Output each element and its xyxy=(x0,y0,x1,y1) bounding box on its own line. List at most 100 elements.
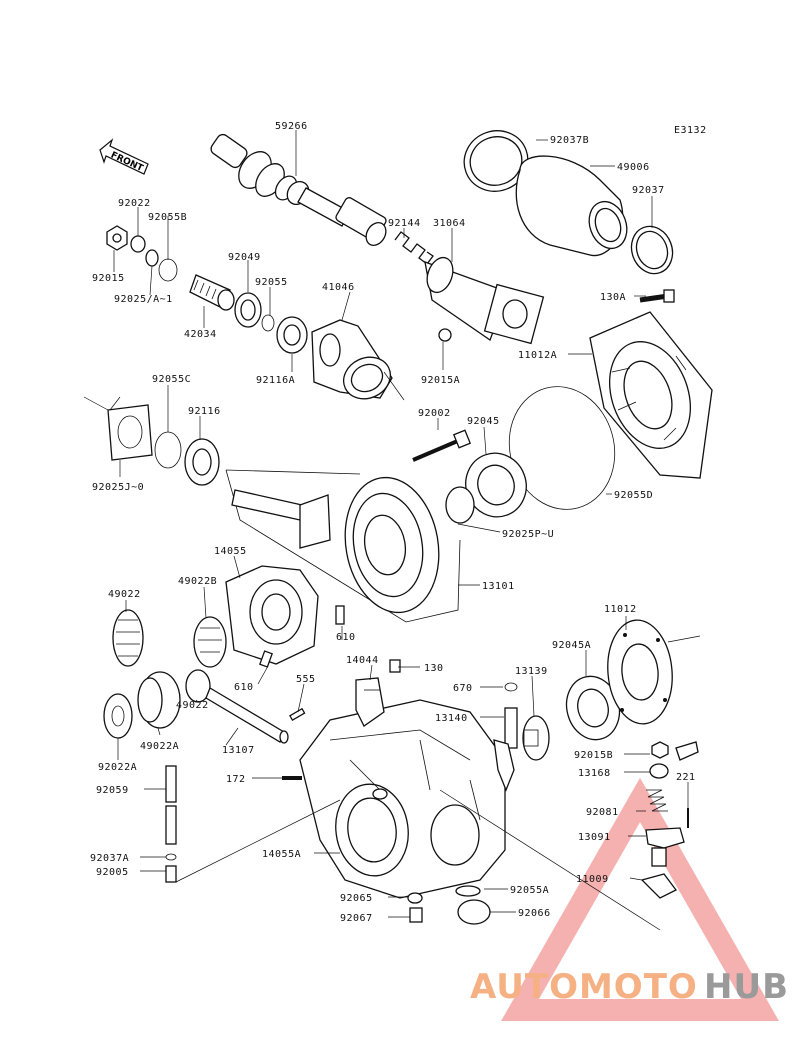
label-172: 172 xyxy=(226,774,246,785)
label-31064: 31064 xyxy=(433,218,466,229)
label-14055: 14055 xyxy=(214,546,247,557)
automotohub-watermark xyxy=(501,777,779,1021)
label-49022-top: 49022 xyxy=(108,589,141,600)
label-670: 670 xyxy=(453,683,473,694)
label-13091: 13091 xyxy=(578,832,611,843)
diagram-code: E3132 xyxy=(674,125,707,136)
label-92055C: 92055C xyxy=(152,374,191,385)
bolt-130A xyxy=(639,289,675,303)
label-92045A: 92045A xyxy=(552,640,591,651)
label-92144: 92144 xyxy=(388,218,421,229)
label-11012A: 11012A xyxy=(518,350,557,361)
label-49022-mid: 49022 xyxy=(176,700,209,711)
side-gear-49022B xyxy=(193,616,227,668)
label-49022B: 49022B xyxy=(178,576,217,587)
plate-11009 xyxy=(640,873,677,899)
pinion-gear-42034 xyxy=(189,274,235,311)
label-92055B: 92055B xyxy=(148,212,187,223)
label-92025A: 92025/A~1 xyxy=(114,294,173,305)
pin-610 xyxy=(259,605,345,668)
label-92015B: 92015B xyxy=(574,750,613,761)
label-92116: 92116 xyxy=(188,406,221,417)
label-42034: 42034 xyxy=(184,329,217,340)
ring-pinion-set-13101 xyxy=(225,469,461,623)
housing-41046 xyxy=(311,319,393,400)
label-59266: 59266 xyxy=(275,121,308,132)
shim-92025J xyxy=(107,404,153,461)
label-11012: 11012 xyxy=(604,604,637,615)
small-right-parts xyxy=(649,741,699,828)
washer-92022A xyxy=(103,693,133,739)
leader-lines xyxy=(83,130,701,931)
side-gear-49022 xyxy=(112,609,144,667)
bolt-130 xyxy=(389,659,401,673)
label-92081: 92081 xyxy=(586,807,619,818)
label-92045: 92045 xyxy=(467,416,500,427)
diff-case-14055 xyxy=(225,565,319,665)
label-92037: 92037 xyxy=(632,185,665,196)
label-92055A: 92055A xyxy=(510,885,549,896)
label-92022A: 92022A xyxy=(98,762,137,773)
label-41046: 41046 xyxy=(322,282,355,293)
o-ring-670 xyxy=(504,682,518,692)
label-13168: 13168 xyxy=(578,768,611,779)
housing-tube-31064 xyxy=(424,256,545,345)
label-555: 555 xyxy=(296,674,316,685)
boot-49006 xyxy=(463,130,674,275)
label-92002: 92002 xyxy=(418,408,451,419)
label-92059: 92059 xyxy=(96,785,129,796)
label-14055A: 14055A xyxy=(262,849,301,860)
o-ring-92055C xyxy=(154,431,182,469)
housing-14055A xyxy=(299,699,506,899)
shim-92025P xyxy=(445,486,475,524)
label-14044: 14044 xyxy=(346,655,379,666)
bracket-14044 xyxy=(355,677,385,727)
pinion-gear-49022A xyxy=(137,671,181,729)
part-labels: 59266 92037B 49006 92037 92022 92055B 92… xyxy=(90,121,696,924)
bolt-92002 xyxy=(412,429,472,462)
label-610-a: 610 xyxy=(336,632,356,643)
label-92065: 92065 xyxy=(340,893,373,904)
circlip-92055 xyxy=(261,314,275,332)
label-92037B: 92037B xyxy=(550,135,589,146)
label-92055: 92055 xyxy=(255,277,288,288)
small-left-parts xyxy=(106,225,178,282)
label-92015A: 92015A xyxy=(421,375,460,386)
drive-shaft-59266 xyxy=(210,133,387,246)
shaft-13107 xyxy=(205,687,289,744)
cam-13091 xyxy=(645,827,685,867)
cover-11012 xyxy=(607,619,673,725)
bearing-92116A xyxy=(276,316,308,354)
pin-555 xyxy=(289,707,306,721)
label-92116A: 92116A xyxy=(256,375,295,386)
label-92022: 92022 xyxy=(118,198,151,209)
label-92066: 92066 xyxy=(518,908,551,919)
bearing-92045 xyxy=(465,452,527,518)
watermark-part1: AUTOMOTO xyxy=(470,967,698,1007)
label-11009: 11009 xyxy=(576,874,609,885)
label-92005: 92005 xyxy=(96,867,129,878)
label-13101: 13101 xyxy=(482,581,515,592)
nut-92015A xyxy=(438,328,452,342)
bearing-92045A xyxy=(565,675,621,741)
label-92025P: 92025P~U xyxy=(502,529,554,540)
label-49022A: 49022A xyxy=(140,741,179,752)
spring-92081 xyxy=(646,789,668,812)
label-49006: 49006 xyxy=(617,162,650,173)
bearing-92049 xyxy=(234,292,262,328)
label-92055D: 92055D xyxy=(614,490,653,501)
label-13140: 13140 xyxy=(435,713,468,724)
label-130: 130 xyxy=(424,663,444,674)
watermark-part2: HUB xyxy=(704,967,789,1007)
bearing-92116 xyxy=(184,438,220,486)
gear-13139 xyxy=(522,715,550,761)
automotohub-logo: AUTOMOTO HUB xyxy=(470,967,789,1007)
pipe-92059 xyxy=(165,765,177,883)
label-92049: 92049 xyxy=(228,252,261,263)
label-130A: 130A xyxy=(600,292,626,303)
front-arrow-icon: FRONT xyxy=(99,138,149,175)
label-92067: 92067 xyxy=(340,913,373,924)
spring-92144 xyxy=(394,231,434,265)
label-610-b: 610 xyxy=(234,682,254,693)
label-221: 221 xyxy=(676,772,696,783)
